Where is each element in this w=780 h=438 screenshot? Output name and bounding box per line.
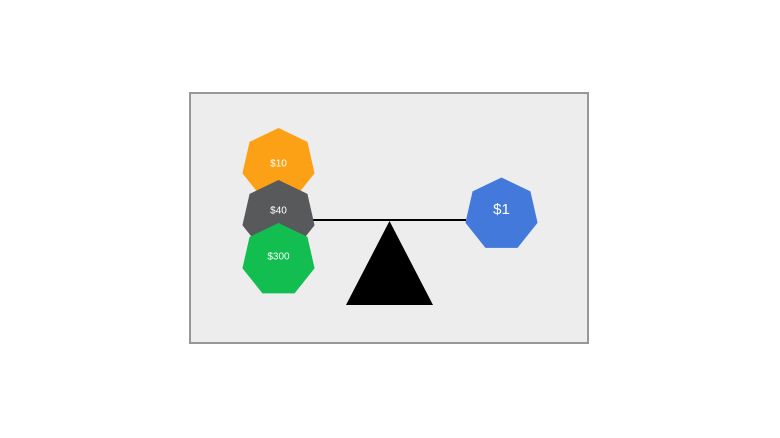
weight-label-40: $40 [270, 206, 287, 217]
weight-heptagon-1 [465, 177, 538, 248]
weight-heptagon-10 [242, 128, 315, 199]
weight-heptagon-300 [242, 223, 315, 294]
weight-label-1: $1 [493, 201, 510, 218]
fulcrum-triangle [346, 221, 433, 305]
weight-label-300: $300 [267, 252, 290, 263]
weight-label-10: $10 [270, 159, 287, 170]
